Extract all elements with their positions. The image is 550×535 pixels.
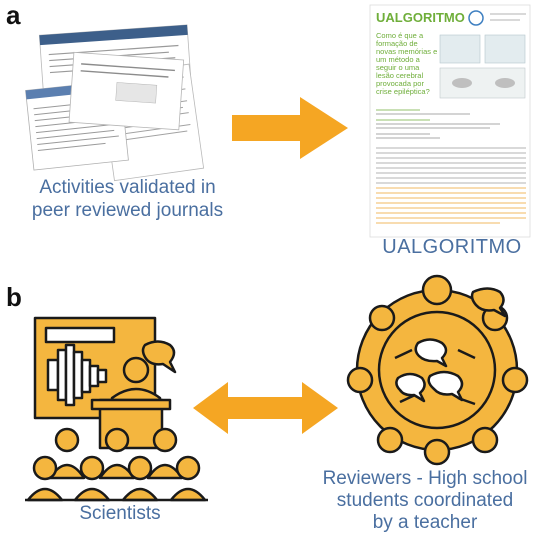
round-table-icon [346, 274, 529, 466]
caption-reviewers: Reviewers - High school students coordin… [322, 468, 528, 533]
journal-figures [439, 34, 526, 99]
right-arrow-icon [232, 97, 348, 159]
svg-text:lesão cerebral: lesão cerebral [376, 71, 423, 80]
svg-text:um método a: um método a [376, 55, 421, 64]
svg-text:novas memórias e: novas memórias e [376, 47, 437, 56]
caption-scientists: Scientists [79, 503, 161, 524]
double-arrow-icon [193, 382, 338, 434]
caption-ualgoritmo: UALGORITMO [382, 236, 522, 258]
presentation-icon [25, 316, 208, 502]
svg-text:formação de: formação de [376, 39, 418, 48]
svg-text:seguir o uma: seguir o uma [376, 63, 420, 72]
svg-text:provocada por: provocada por [376, 79, 424, 88]
svg-text:crise epiléptica?: crise epiléptica? [376, 87, 430, 96]
panel-letter-a: a [6, 0, 21, 30]
caption-activities-validated: Activities validated in peer reviewed jo… [31, 177, 224, 221]
journal-logo-icon [468, 10, 484, 26]
panel-letter-b: b [6, 282, 22, 312]
journal-body-text [376, 147, 526, 184]
ualgoritmo-journal-page: UALGORITMO Como é que a formação de nova… [369, 4, 531, 238]
journal-logo-text: UALGORITMO [376, 10, 465, 25]
journal-papers-stack [25, 24, 205, 182]
journal-question: Como é que a formação de novas memórias … [376, 31, 437, 96]
svg-text:Como é que a: Como é que a [376, 31, 424, 40]
